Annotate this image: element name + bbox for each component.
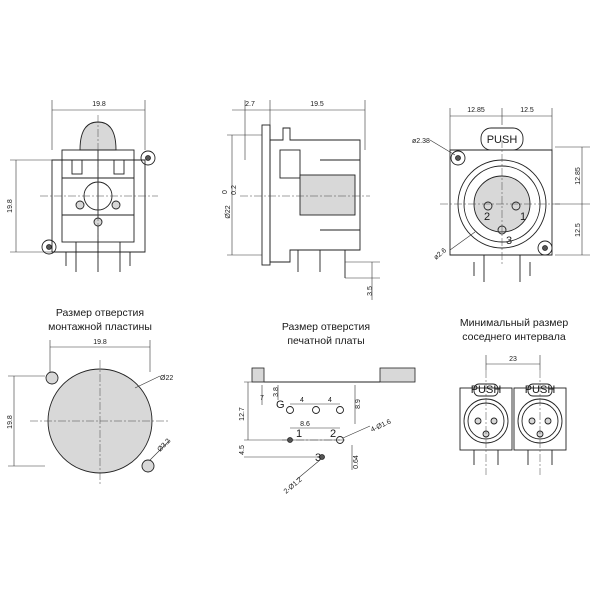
rear-left-dim: 12.85 <box>467 107 485 114</box>
adjacent-23-dim: 23 <box>509 356 517 363</box>
rear-right-dim: 12.5 <box>520 107 534 114</box>
pcb-4b-dim: 4 <box>328 397 332 404</box>
rear-pin-3: 3 <box>506 235 512 247</box>
pcb-4-5-dim: 4.5 <box>239 445 246 455</box>
pcb-holes-view: 12.7 4.5 7 3.8 4 4 8.6 8.9 0.64 G 1 2 3 … <box>239 367 416 496</box>
side-offset-dim: 2.7 <box>245 101 255 108</box>
rear-pin-1: 1 <box>520 211 526 223</box>
adjacent-caption-line2: соседнего интервала <box>462 331 566 343</box>
panel-caption-line2: монтажной пластины <box>48 321 152 333</box>
rear-upper-dim: 12.85 <box>575 167 582 185</box>
pcb-8-9-dim: 8.9 <box>355 399 362 409</box>
side-tol-plus: 0.2 <box>231 185 238 195</box>
side-depth-dim: 19.5 <box>310 101 324 108</box>
pcb-3-8-dim: 3.8 <box>273 387 280 397</box>
panel-width-dim: 19.8 <box>93 339 107 346</box>
pcb-hole-a-dim: 4-Ø1.6 <box>370 418 392 433</box>
pcb-hole-b-dim: 2-Ø1.2 <box>283 476 304 495</box>
pcb-8-6-dim: 8.6 <box>300 421 310 428</box>
front-view: 19.8 19.8 <box>7 100 158 272</box>
rear-view: 12.85 12.5 12.85 12.5 PUSH 2 1 3 ø2.38 ø… <box>412 107 590 282</box>
side-diameter-dim: Ø22 <box>225 205 232 218</box>
pcb-0-64-dim: 0.64 <box>353 455 360 469</box>
rear-lower-dim: 12.5 <box>575 223 582 237</box>
pcb-pin-2: 2 <box>330 428 336 440</box>
side-view: 2.7 19.5 Ø22 0 0.2 3.5 <box>222 100 380 300</box>
pcb-caption-line1: Размер отверстия <box>282 321 370 333</box>
pcb-caption-line2: печатной платы <box>287 335 364 347</box>
panel-height-dim: 19.8 <box>7 415 14 429</box>
front-width-dim: 19.8 <box>92 101 106 108</box>
pcb-7-dim: 7 <box>260 395 264 402</box>
side-pin-dim: 3.5 <box>367 286 374 296</box>
adjacent-caption-line1: Минимальный размер <box>460 317 568 329</box>
rear-hole-dim: ø2.38 <box>412 138 430 145</box>
pcb-ground-label: G <box>276 399 285 411</box>
adjacent-view: 23 PUSH PUSH <box>459 355 567 475</box>
panel-caption-line1: Размер отверстия <box>56 307 144 319</box>
front-height-dim: 19.8 <box>7 199 14 213</box>
pcb-4a-dim: 4 <box>300 397 304 404</box>
pcb-pin-3: 3 <box>315 452 321 464</box>
rear-pin-2: 2 <box>484 211 490 223</box>
pcb-pin-1: 1 <box>296 428 302 440</box>
rear-pin-dia-dim: ø2.6 <box>433 247 448 261</box>
panel-diameter-dim: Ø22 <box>160 375 173 382</box>
pcb-12-7-dim: 12.7 <box>239 407 246 421</box>
panel-cutout-view: 19.8 19.8 Ø22 Ø3.2 <box>7 339 173 485</box>
side-tol-zero: 0 <box>222 190 229 194</box>
